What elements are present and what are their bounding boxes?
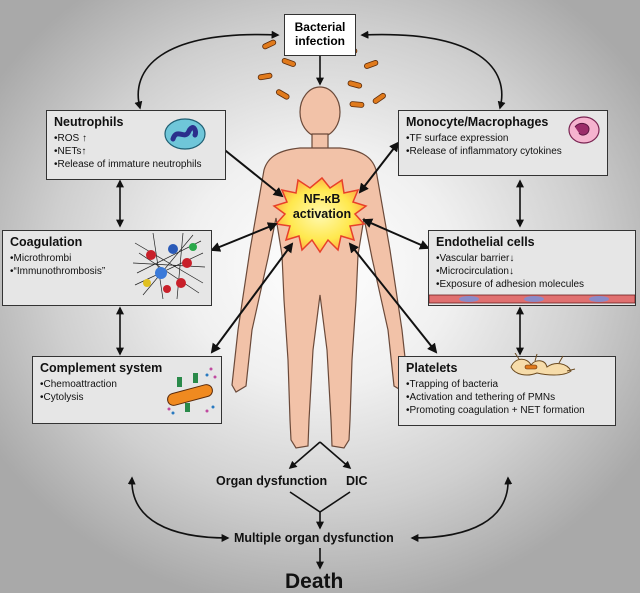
coagulation-box: Coagulation Microthrombi “Immunothrombos…: [2, 230, 212, 306]
complement-item: Chemoattraction: [40, 378, 214, 391]
endothelial-item: Microcirculation↓: [436, 265, 628, 278]
complement-bacterium-icon: [167, 367, 217, 415]
dic-label: DIC: [346, 474, 368, 488]
monocytes-item: TF surface expression: [406, 132, 600, 145]
complement-item: Cytolysis: [40, 391, 214, 404]
nfkb-starburst: [272, 176, 368, 254]
platelets-item: Activation and tethering of PMNs: [406, 391, 608, 404]
monocytes-box: Monocyte/Macrophages TF surface expressi…: [398, 110, 608, 176]
nfkb-activation-label: NF-κB activation: [286, 192, 358, 222]
platelet-icon: [510, 353, 576, 376]
neutrophils-item: NETs↑: [54, 145, 218, 158]
bacterial-infection-line2: infection: [295, 34, 345, 48]
neutrophil-cell-icon: [164, 118, 206, 150]
thrombus-icon: [133, 233, 205, 299]
organ-dysfunction-label: Organ dysfunction: [216, 474, 328, 488]
monocytes-title: Monocyte/Macrophages: [406, 115, 549, 129]
neutrophils-title: Neutrophils: [54, 115, 124, 129]
complement-box: Complement system Chemoattraction Cytoly…: [32, 356, 222, 424]
death-label: Death: [285, 570, 344, 593]
bacterial-infection-box: Bacterial infection: [284, 14, 356, 56]
nfkb-line1: NF-κB: [303, 192, 341, 206]
endothelial-title: Endothelial cells: [436, 235, 535, 249]
coagulation-item: “Immunothrombosis”: [10, 265, 204, 278]
platelets-title: Platelets: [406, 361, 458, 375]
platelets-item: Trapping of bacteria: [406, 378, 608, 391]
macrophage-cell-icon: [568, 116, 600, 144]
multiple-organ-dysfunction-label: Multiple organ dysfunction: [234, 531, 394, 545]
coagulation-item: Microthrombi: [10, 252, 204, 265]
endothelial-item: Vascular barrier↓: [436, 252, 628, 265]
endothelial-box: Endothelial cells Vascular barrier↓ Micr…: [428, 230, 636, 306]
neutrophils-box: Neutrophils ROS ↑ NETs↑ Release of immat…: [46, 110, 226, 180]
platelets-box: Platelets Trapping of bacteria Activatio…: [398, 353, 616, 426]
human-body-figure: [231, 86, 409, 449]
nfkb-line2: activation: [292, 207, 352, 221]
neutrophils-item: ROS ↑: [54, 132, 218, 145]
endothelial-item: Exposure of adhesion molecules: [436, 278, 628, 291]
neutrophils-item: Release of immature neutrophils: [54, 158, 218, 171]
bacterial-infection-line1: Bacterial: [294, 20, 346, 34]
platelets-item: Promoting coagulation + NET formation: [406, 404, 608, 417]
coagulation-title: Coagulation: [10, 235, 83, 249]
complement-title: Complement system: [40, 361, 163, 375]
endothelial-layer-icon: [429, 294, 635, 304]
monocytes-item: Release of inflammatory cytokines: [406, 145, 600, 158]
